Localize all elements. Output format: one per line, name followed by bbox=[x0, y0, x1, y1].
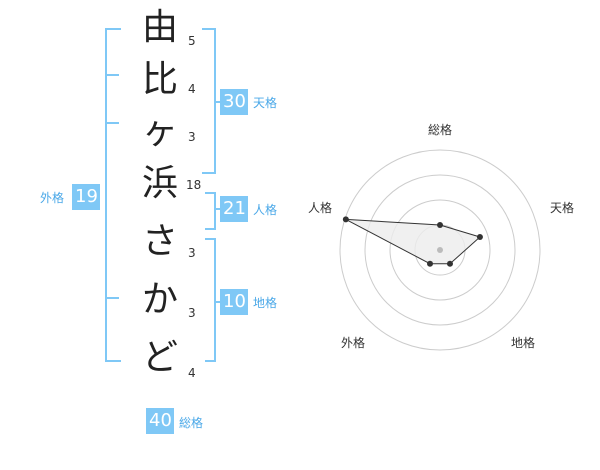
radar-point-3 bbox=[446, 260, 453, 267]
soukaku-value: 40 bbox=[146, 408, 174, 434]
chikaku-bracket bbox=[205, 238, 216, 362]
stroke-count-1: 5 bbox=[188, 34, 196, 48]
name-char-6: か bbox=[141, 279, 178, 320]
gaikaku-bracket-tick-3 bbox=[105, 297, 119, 299]
jinkaku-bracket bbox=[205, 192, 216, 230]
name-char-2: 比 bbox=[141, 59, 178, 100]
name-char-1: 由 bbox=[141, 7, 178, 48]
stroke-count-7: 4 bbox=[188, 366, 196, 380]
radar-label-jinkaku: 人格 bbox=[308, 201, 333, 215]
radar-point-2 bbox=[476, 234, 483, 241]
tenkaku-label: 天格 bbox=[253, 96, 278, 110]
radar-ring bbox=[389, 199, 491, 301]
name-char-3: ヶ bbox=[141, 111, 178, 152]
radar-point-4 bbox=[427, 260, 434, 267]
radar-label-gaikaku: 外格 bbox=[341, 336, 366, 350]
radar-label-tenkaku: 天格 bbox=[550, 201, 575, 215]
chikaku-bracket-tick bbox=[214, 301, 220, 303]
stroke-count-5: 3 bbox=[188, 246, 196, 260]
radar-label-chikaku: 地格 bbox=[511, 336, 536, 350]
radar-point-5 bbox=[342, 216, 349, 223]
radar-label-soukaku: 総格 bbox=[428, 123, 453, 137]
soukaku-label: 総格 bbox=[179, 416, 204, 430]
name-char-5: さ bbox=[141, 221, 178, 262]
name-char-4: 浜 bbox=[141, 163, 178, 204]
stroke-count-4: 18 bbox=[186, 178, 202, 192]
tenkaku-bracket-tick bbox=[214, 101, 220, 103]
jinkaku-label: 人格 bbox=[253, 203, 278, 217]
tenkaku-value: 30 bbox=[220, 89, 248, 115]
name-char-7: ど bbox=[141, 337, 178, 378]
gaikaku-label: 外格 bbox=[40, 191, 65, 205]
chikaku-value: 10 bbox=[220, 289, 248, 315]
gaikaku-value: 19 bbox=[72, 184, 100, 210]
gaikaku-bracket-tick-1 bbox=[105, 74, 119, 76]
radar-polygon bbox=[345, 218, 481, 265]
gaikaku-bracket-tick-2 bbox=[105, 122, 119, 124]
radar-center bbox=[437, 247, 443, 253]
stroke-count-3: 3 bbox=[188, 130, 196, 144]
stroke-count-6: 3 bbox=[188, 306, 196, 320]
radar-ring bbox=[339, 149, 541, 351]
jinkaku-value: 21 bbox=[220, 196, 248, 222]
gaikaku-bracket bbox=[105, 28, 121, 362]
radar-ring bbox=[364, 174, 516, 326]
jinkaku-bracket-tick bbox=[214, 208, 220, 210]
chikaku-label: 地格 bbox=[253, 296, 278, 310]
stroke-count-2: 4 bbox=[188, 82, 196, 96]
radar-point-1 bbox=[437, 222, 443, 228]
